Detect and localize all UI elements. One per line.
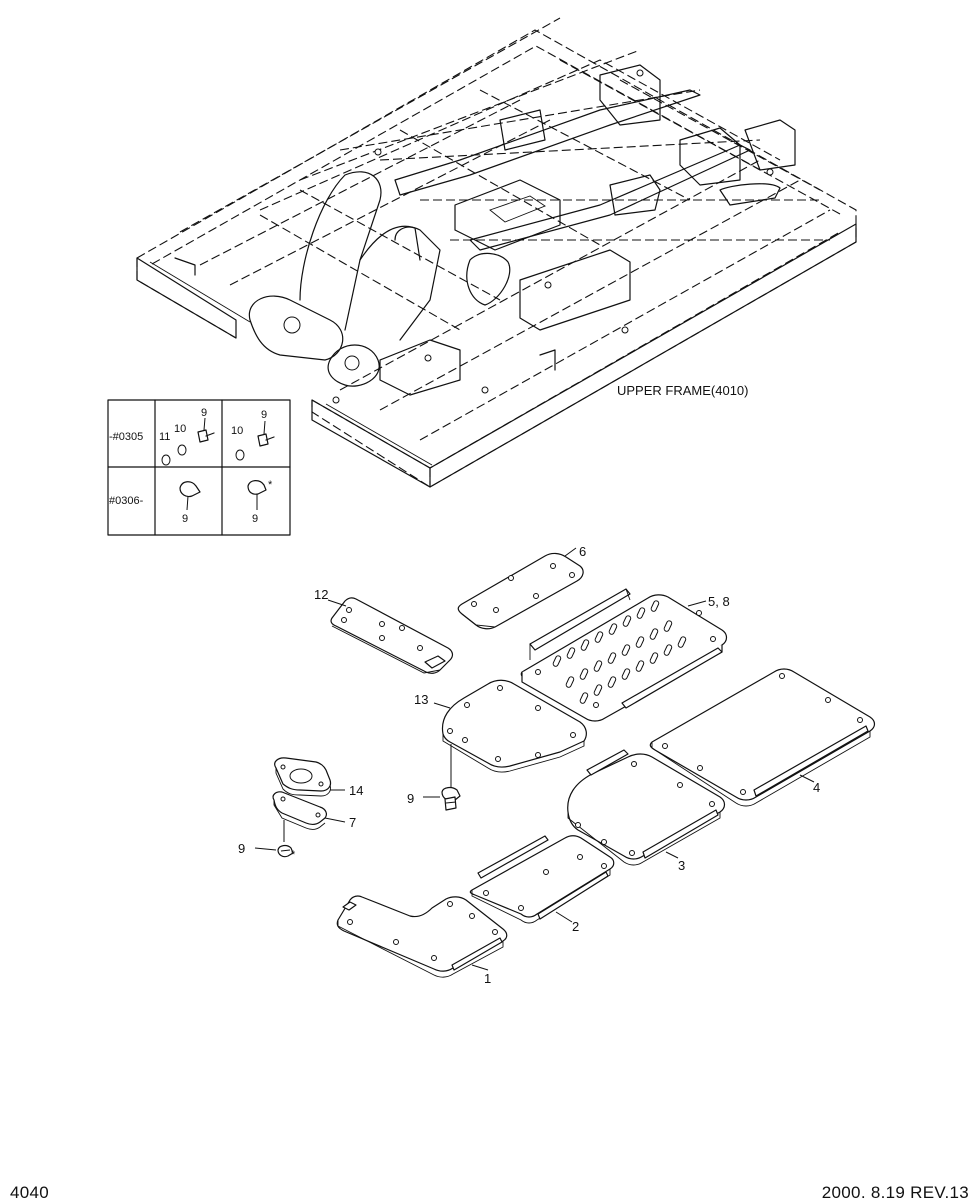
callout-13: 13: [414, 692, 428, 707]
table-callout-11: 11: [159, 431, 170, 443]
bolt-icon: [197, 429, 215, 443]
plate-part-3: 3: [567, 749, 726, 873]
slot-array: [552, 600, 687, 704]
page-number: 4040: [10, 1183, 50, 1202]
callout-3: 3: [678, 858, 685, 873]
table-callout-9: 9: [201, 407, 207, 419]
callout-1: 1: [484, 971, 491, 986]
table-callout-9-row2-alt: 9: [252, 513, 258, 525]
callout-9-washer: 9: [238, 841, 245, 856]
flange-bolt-icon-alt: [247, 480, 267, 495]
callout-6: 6: [579, 544, 586, 559]
lock-washer-icon: [161, 454, 171, 466]
table-callout-10-alt: 10: [231, 425, 243, 437]
serial-number-table: -#0305 #0306- 11 10 9 10 9 9 * 9: [107, 399, 291, 536]
callout-14: 14: [349, 783, 363, 798]
upper-frame-drawing: UPPER FRAME(4010): [136, 17, 857, 488]
callout-5-8: 5, 8: [708, 594, 730, 609]
callout-2: 2: [572, 919, 579, 934]
bolt-icon-alt: [257, 433, 275, 447]
perforated-plate-part-5-8: 5, 8: [520, 588, 730, 722]
table-callout-10: 10: [174, 423, 186, 435]
flange-bolt-icon: [179, 481, 201, 498]
serial-row-after: #0306-: [109, 495, 144, 507]
callout-4: 4: [813, 780, 820, 795]
revision-date: 2000. 8.19 REV.13: [821, 1183, 969, 1202]
plate-part-2: 2: [469, 835, 615, 934]
plate-part-1: 1: [336, 895, 508, 986]
plate-part-12: 12: [314, 587, 454, 674]
star-mark: *: [291, 849, 296, 861]
flange-bolt-9: 9: [407, 786, 461, 811]
plate-part-7: 7: [272, 791, 356, 842]
plate-part-4: 4: [649, 668, 876, 807]
serial-row-before: -#0305: [109, 431, 143, 443]
frame-label: UPPER FRAME(4010): [617, 383, 748, 398]
washer-icon-alt: [235, 449, 245, 461]
table-callout-9-alt: 9: [261, 409, 267, 421]
callout-9-bolt: 9: [407, 791, 414, 806]
table-callout-9-row2: 9: [182, 513, 188, 525]
washer-icon: [177, 444, 187, 456]
callout-7: 7: [349, 815, 356, 830]
plate-part-13: 13: [414, 679, 587, 787]
gasket-part-14: 14: [274, 757, 363, 798]
bolt-with-washer-9: 9 *: [238, 841, 296, 861]
table-star-mark: *: [268, 479, 273, 491]
plate-part-6: 6: [457, 544, 586, 630]
callout-12: 12: [314, 587, 328, 602]
